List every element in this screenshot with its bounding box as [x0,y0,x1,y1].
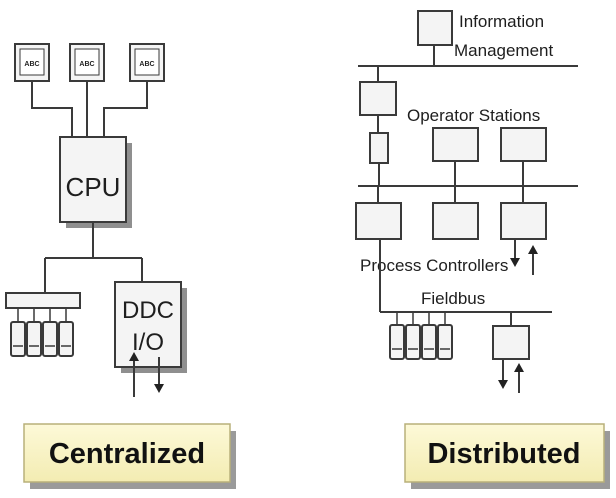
ddc-arrows [129,352,164,397]
terminal-1: ABC [14,43,50,82]
io-label: I/O [132,329,164,356]
sensor-icon [405,324,421,360]
terminal-3: ABC [129,43,165,82]
sensor-icon [389,324,405,360]
terminal-1-cable [31,81,73,138]
distributed-caption: Distributed [404,423,610,489]
process-controller-3 [500,202,547,240]
process-controller-1 [355,202,402,240]
sensor-icon [10,321,26,357]
terminal-1-label: ABC [24,61,39,68]
info-management-line2: Management [454,41,554,60]
sensor-icon [437,324,453,360]
centralized-diagram: ABC ABC ABC CPU [5,43,187,397]
operator-station-1 [432,127,479,162]
field-io-box [492,325,530,360]
sensor-icon [26,321,42,357]
sensor-icon [58,321,74,357]
workstation-box [359,81,397,116]
gateway-box [369,132,389,164]
io-bar [5,292,81,309]
terminal-3-label: ABC [139,61,154,68]
terminal-2-label: ABC [79,61,94,68]
controller-arrows [510,239,538,275]
centralized-caption: Centralized [23,423,236,489]
operator-station-2 [500,127,547,162]
ddc-label: DDC [122,297,174,324]
info-management-box [417,10,453,46]
cpu-box: CPU [59,136,132,228]
info-management-line1: Information [459,12,544,31]
sensor-icon [42,321,58,357]
centralized-caption-text: Centralized [49,438,205,470]
process-controller-2 [432,202,479,240]
distributed-diagram: Information Management Operator Stations [355,10,578,393]
terminal-3-cable [103,81,148,138]
cpu-label: CPU [66,172,121,202]
process-controllers-label: Process Controllers [360,256,508,275]
fieldbus-label: Fieldbus [421,289,485,308]
sensor-icon [421,324,437,360]
terminal-2: ABC [69,43,105,82]
ddc-io-box: DDC I/O [114,281,187,373]
distributed-caption-text: Distributed [427,438,580,470]
field-io-arrows [498,359,524,393]
sensor-group-right [389,312,453,360]
operator-stations-label: Operator Stations [407,106,540,125]
sensor-group-left [10,308,74,357]
